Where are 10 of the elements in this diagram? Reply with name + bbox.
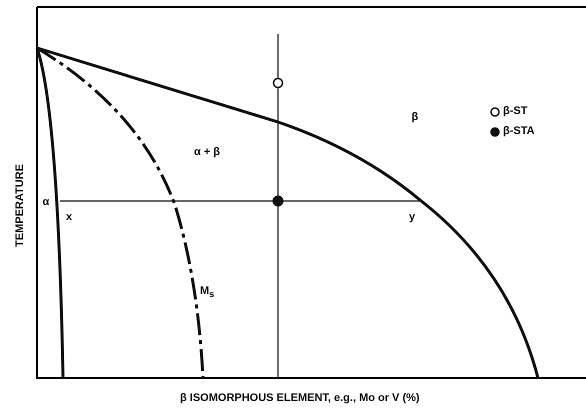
axis-label: TEMPERATURE [14,164,26,246]
point-label: y [409,212,416,222]
legend-text: β-ST [503,106,528,117]
region-label: α + β [194,146,220,158]
legend-text: β-STA [503,126,535,137]
axis-label: β ISOMORPHOUS ELEMENT, e.g., Mo or V (%) [180,392,420,404]
region-label: β [412,112,418,122]
line-label: M$_{s}$ [200,286,214,299]
region-label: α [42,196,50,208]
point-label: x [66,212,72,222]
